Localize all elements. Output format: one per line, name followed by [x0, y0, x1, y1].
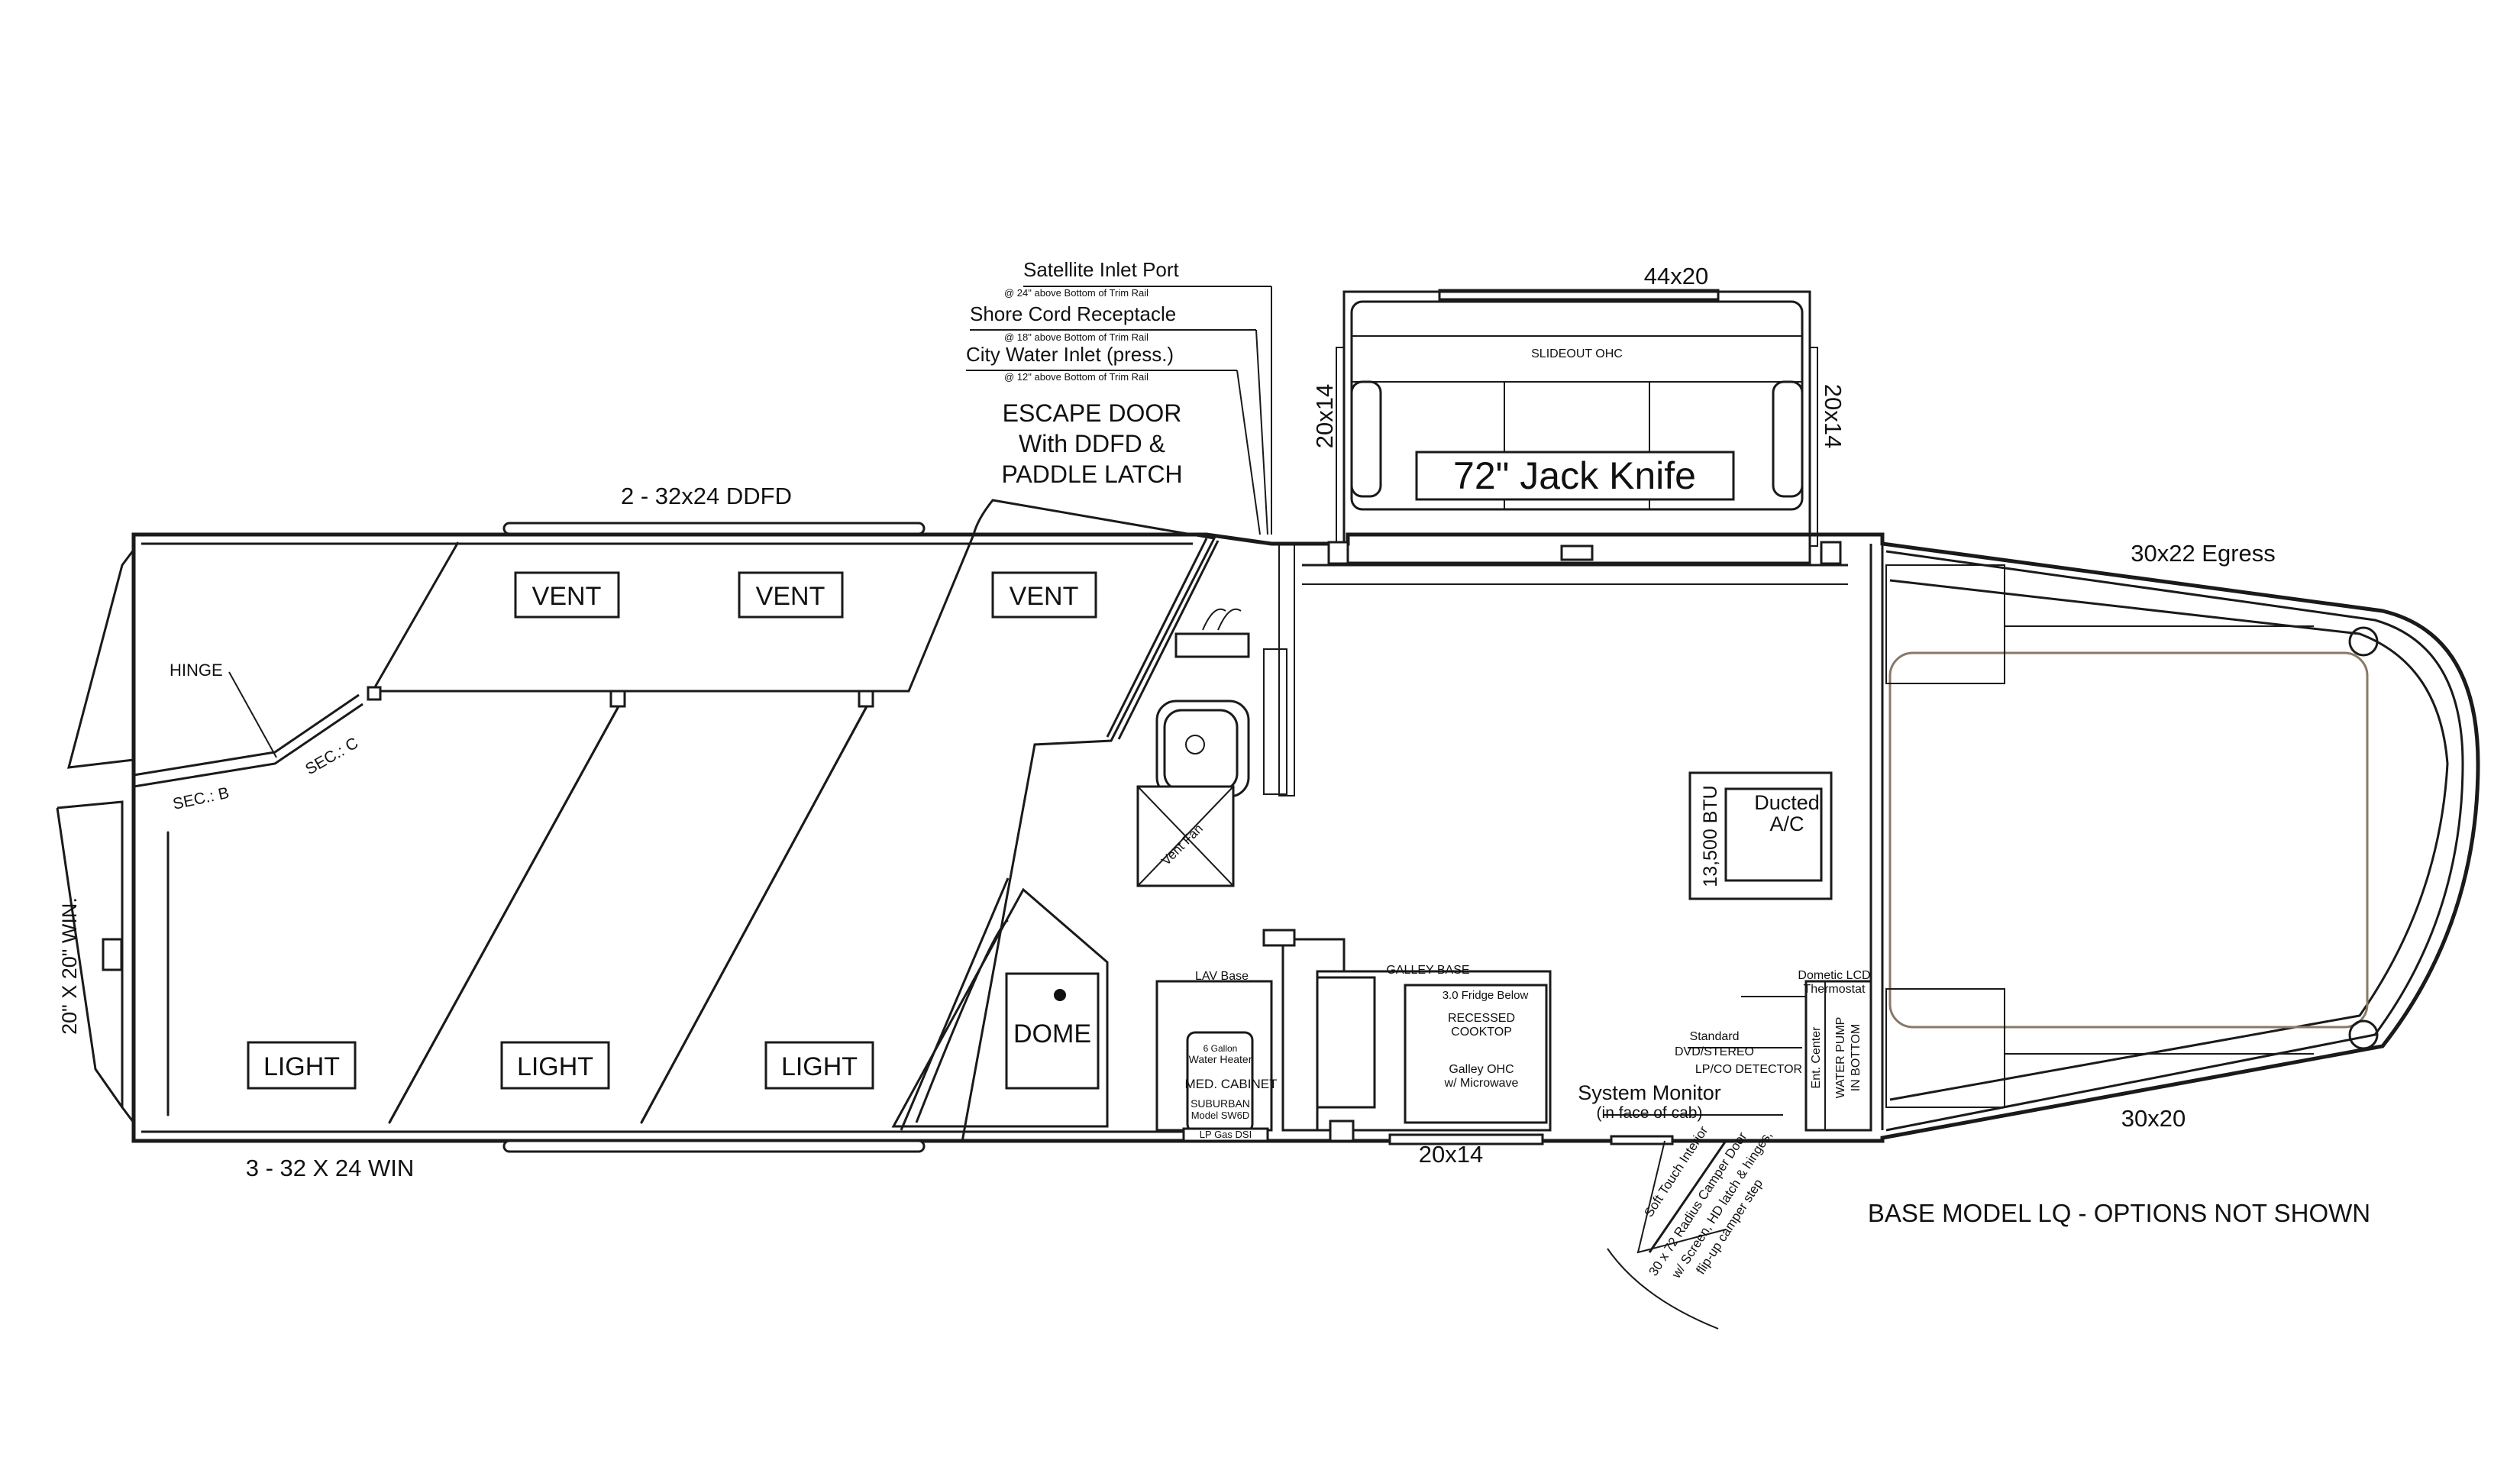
- shore-label: Shore Cord Receptacle: [970, 302, 1176, 325]
- ddfd-label: 2 - 32x24 DDFD: [621, 483, 792, 509]
- slide-left-label: 20x14: [1311, 384, 1338, 448]
- city-note: @ 12" above Bottom of Trim Rail: [1004, 371, 1149, 383]
- wh-line-2: Water Heater: [1189, 1053, 1252, 1065]
- dvd-line-1: Standard: [1690, 1030, 1740, 1043]
- egress-label: 30x22 Egress: [2131, 540, 2276, 567]
- galley-fixtures: [1155, 929, 1552, 1142]
- shore-note: @ 18" above Bottom of Trim Rail: [1004, 331, 1149, 343]
- cab-face-label: (in face of cab): [1597, 1104, 1703, 1122]
- sofa-box: [1415, 451, 1735, 501]
- vent-fan-marker: [1688, 771, 1833, 900]
- base-model-note: BASE MODEL LQ - OPTIONS NOT SHOWN: [1868, 1199, 2370, 1227]
- system-monitor-label: System Monitor: [1578, 1081, 1721, 1104]
- rear-window-label: 20" X 20" WIN.: [58, 897, 81, 1035]
- galley-base-label: GALLEY BASE: [1386, 964, 1469, 977]
- vent-3: [991, 571, 1097, 619]
- slide-right-label: 20x14: [1820, 384, 1846, 448]
- city-label: City Water Inlet (press.): [966, 343, 1174, 366]
- satellite-label: Satellite Inlet Port: [1023, 258, 1180, 281]
- stall-dividers: [133, 499, 1216, 1142]
- lpco-label: LP/CO DETECTOR: [1695, 1063, 1802, 1076]
- trailer-shell: [56, 532, 2480, 1143]
- vent-2-label: VENT: [756, 582, 825, 611]
- pump-line-1: WATER PUMP: [1834, 1017, 1847, 1099]
- window-30x20-label: 30x20: [2121, 1105, 2186, 1132]
- light-1-label: LIGHT: [263, 1052, 340, 1081]
- microwave-label: w/ Microwave: [1444, 1077, 1519, 1090]
- fridge-label: 3.0 Fridge Below: [1443, 989, 1529, 1002]
- wall-windows: [502, 289, 1720, 1153]
- ent-center: [1741, 980, 1872, 1132]
- leader-lines: [966, 286, 1802, 1116]
- pump-line-2: IN BOTTOM: [1850, 1024, 1863, 1092]
- light-2: [500, 1041, 610, 1090]
- win3-label: 3 - 32 X 24 WIN: [246, 1155, 415, 1181]
- suburban-label: SUBURBAN: [1191, 1097, 1250, 1110]
- lcd-label: Dometic LCD: [1798, 969, 1870, 982]
- ac-line-1: Ducted: [1754, 791, 1820, 814]
- slideout-ohc-label: SLIDEOUT OHC: [1531, 347, 1623, 360]
- sec-b-label: SEC.: B: [171, 784, 231, 813]
- camper-door: [1607, 1140, 1727, 1330]
- dome-label: DOME: [1013, 1019, 1091, 1048]
- med-cabinet-label: MED. CABINET: [1185, 1077, 1278, 1091]
- thermostat-label: Thermostat: [1804, 983, 1866, 996]
- escape-line-3: PADDLE LATCH: [1001, 460, 1182, 488]
- bathroom-fixtures: [1005, 608, 1250, 1090]
- light-2-label: LIGHT: [517, 1052, 593, 1081]
- btu-label: 13,500 BTU: [1700, 785, 1721, 887]
- ac-line-2: A/C: [1769, 813, 1804, 835]
- light-1: [247, 1041, 357, 1090]
- window-20x14-label: 20x14: [1419, 1141, 1483, 1168]
- lav-label: LAV Base: [1195, 970, 1249, 983]
- vent-1-label: VENT: [532, 582, 602, 611]
- slide-window-label: 44x20: [1644, 263, 1708, 289]
- cooktop-label: COOKTOP: [1451, 1026, 1512, 1039]
- dvd-line-2: DVD/STEREO: [1675, 1045, 1754, 1058]
- escape-line-2: With DDFD &: [1019, 430, 1165, 457]
- wh-line-1: 6 Gallon: [1203, 1043, 1238, 1054]
- vent-3-label: VENT: [1010, 582, 1079, 611]
- escape-line-1: ESCAPE DOOR: [1003, 399, 1182, 427]
- sofa-label: 72" Jack Knife: [1453, 454, 1696, 497]
- model-label: Model SW6D: [1191, 1110, 1250, 1121]
- lp-gas-label: LP Gas DSI: [1200, 1129, 1252, 1140]
- vent-2: [738, 571, 844, 619]
- sec-c-label: SEC.: C: [302, 734, 361, 778]
- ent-center-label: Ent. Center: [1810, 1026, 1823, 1089]
- hinge-label: HINGE: [170, 661, 223, 680]
- light-3: [764, 1041, 874, 1090]
- satellite-note: @ 24" above Bottom of Trim Rail: [1004, 287, 1149, 299]
- recessed-label: RECESSED: [1448, 1012, 1515, 1025]
- lq-walls: [1106, 290, 2379, 1130]
- light-3-label: LIGHT: [781, 1052, 858, 1081]
- vent-1: [514, 571, 620, 619]
- galley-ohc-label: Galley OHC: [1449, 1063, 1514, 1076]
